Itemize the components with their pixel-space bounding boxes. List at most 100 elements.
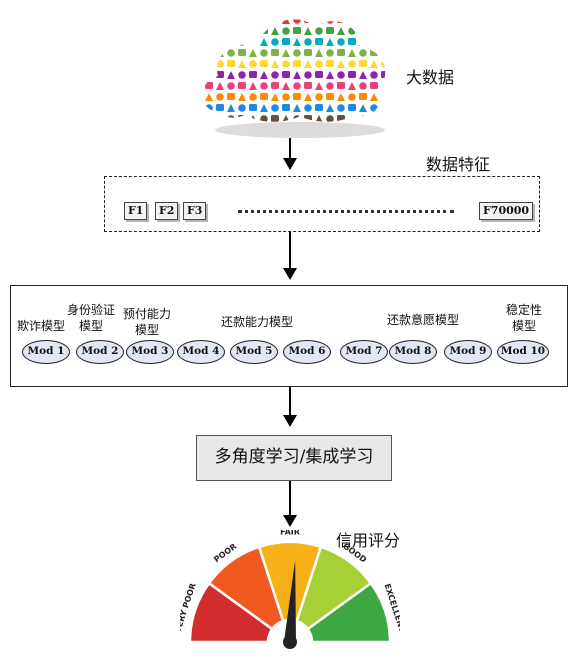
- cloud-mini-icon: [359, 19, 367, 24]
- mod-3: Mod 3: [126, 340, 174, 364]
- cloud-mini-icon: [326, 19, 334, 24]
- cloud-mini-icon: [205, 93, 213, 101]
- cloud-mini-icon: [381, 49, 386, 57]
- cloud-mini-icon: [315, 115, 323, 122]
- cloud-mini-icon: [238, 115, 246, 122]
- cloud-mini-icon: [326, 27, 334, 34]
- cloud-mini-icon: [282, 27, 290, 35]
- cloud-mini-icon: [370, 27, 378, 35]
- cloud-mini-icon: [392, 16, 400, 24]
- cloud-mini-icon: [304, 38, 312, 46]
- cloud-mini-icon: [381, 82, 386, 90]
- credit-score-title: 信用评分: [336, 531, 401, 550]
- mod-6: Mod 6: [283, 340, 331, 364]
- cloud-mini-icon: [249, 115, 257, 122]
- features-title: 数据特征: [426, 155, 491, 174]
- cloud-mini-icon: [304, 49, 312, 56]
- group-prepay-label: 预付能力 模型: [122, 307, 171, 337]
- cloud-mini-icon: [337, 38, 345, 46]
- cloud-mini-icon: [260, 60, 268, 67]
- cloud-mini-icon: [381, 71, 386, 78]
- cloud-mini-icon: [370, 49, 378, 56]
- cloud-mini-icon: [260, 19, 268, 24]
- cloud-mini-icon: [304, 71, 312, 79]
- ensemble-learning-box: 多角度学习/集成学习: [196, 435, 392, 481]
- cloud-mini-icon: [271, 49, 279, 56]
- cloud-mini-icon: [205, 71, 213, 79]
- cloud-mini-icon: [282, 49, 290, 57]
- mod-9: Mod 9: [444, 340, 492, 364]
- cloud-mini-icon: [348, 49, 356, 57]
- cloud-mini-icon: [337, 49, 345, 56]
- mod-1: Mod 1: [22, 340, 70, 364]
- cloud-mini-icon: [205, 60, 213, 68]
- big-data-label: 大数据: [406, 68, 455, 87]
- gauge-needle: [284, 560, 296, 643]
- cloud-mini-icon: [260, 93, 268, 100]
- cloud-mini-icon: [348, 104, 356, 111]
- cloud-mini-icon: [293, 27, 301, 34]
- cloud-mini-icon: [293, 60, 301, 67]
- cloud-mini-icon: [271, 82, 279, 89]
- cloud-mini-icon: [282, 38, 290, 45]
- mod-2: Mod 2: [76, 340, 124, 364]
- cloud-mini-icon: [194, 93, 202, 100]
- cloud-mini-icon: [381, 60, 386, 68]
- cloud-mini-icon: [326, 71, 334, 79]
- cloud-mini-icon: [238, 49, 246, 56]
- cloud-mini-icon: [337, 93, 345, 101]
- cloud-mini-icon: [326, 38, 334, 46]
- cloud-mini-icon: [249, 38, 257, 45]
- cloud-mini-icon: [370, 60, 378, 68]
- feature-f2: F2: [155, 202, 179, 220]
- cloud-mini-icon: [271, 104, 279, 112]
- cloud-mini-icon: [227, 115, 235, 122]
- cloud-mini-icon: [194, 115, 202, 123]
- cloud-mini-icon: [348, 71, 356, 78]
- cloud-mini-icon: [315, 71, 323, 78]
- cloud-mini-icon: [359, 93, 367, 100]
- cloud-mini-icon: [194, 82, 202, 90]
- cloud-mini-icon: [315, 38, 323, 45]
- cloud-mini-icon: [249, 93, 257, 101]
- cloud-mini-icon: [392, 71, 400, 79]
- cloud-mini-icon: [205, 19, 213, 23]
- cloud-mini-icon: [359, 104, 367, 112]
- cloud-mini-icon: [304, 104, 312, 112]
- cloud-mini-icon: [216, 27, 224, 35]
- cloud-mini-icon: [359, 115, 367, 122]
- cloud-mini-icon: [216, 60, 224, 68]
- band-excellent: [306, 581, 392, 644]
- group-stability-label: 稳定性 模型: [505, 303, 542, 333]
- feature-ellipsis: [238, 206, 454, 213]
- cloud-mini-icon: [227, 82, 235, 90]
- cloud-mini-icon: [194, 49, 202, 57]
- cloud-mini-icon: [282, 60, 290, 68]
- cloud-mini-icon: [381, 93, 386, 101]
- cloud-mini-icon: [392, 38, 400, 46]
- group-repay-willingness-label: 还款意愿模型: [386, 313, 459, 327]
- cloud-mini-icon: [381, 27, 386, 35]
- feature-f70000: F70000: [479, 202, 534, 220]
- cloud-mini-icon: [282, 19, 290, 24]
- cloud-mini-icon: [271, 115, 279, 122]
- cloud-mini-icon: [315, 60, 323, 68]
- cloud-mini-icon: [205, 49, 213, 56]
- cloud-mini-icon: [337, 27, 345, 35]
- cloud-mini-icon: [293, 115, 301, 122]
- cloud-mini-icon: [304, 115, 312, 122]
- cloud-mini-icon: [205, 115, 213, 122]
- cloud-mini-icon: [238, 60, 246, 68]
- cloud-mini-icon: [271, 93, 279, 101]
- cloud-mini-icon: [227, 38, 235, 46]
- mod-7: Mod 7: [340, 340, 388, 364]
- cloud-mini-icon: [194, 16, 202, 24]
- cloud-mini-icon: [249, 49, 257, 57]
- cloud-mini-icon: [326, 115, 334, 122]
- group-fraud-label: 欺诈模型: [16, 319, 65, 333]
- cloud-mini-icon: [370, 115, 378, 122]
- cloud-mini-icon: [337, 19, 345, 23]
- cloud-mini-icon: [359, 60, 367, 67]
- cloud-mini-icon: [216, 115, 224, 122]
